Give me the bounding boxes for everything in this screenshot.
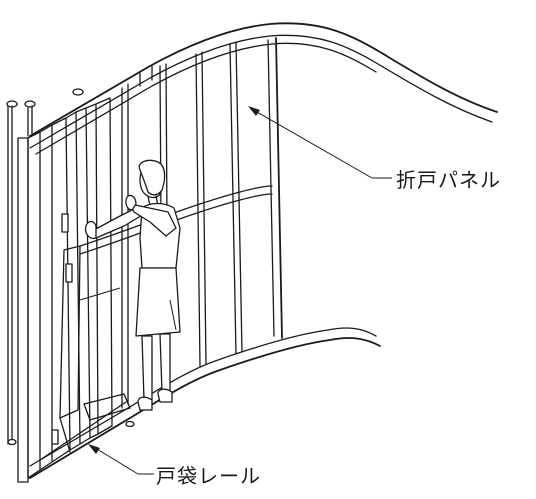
panel-arrowhead [248,106,260,116]
panel-label: 折戸パネル [396,168,501,192]
rail-leader-line [91,445,139,475]
person-figure [84,159,181,411]
panel-leader-line [249,107,373,179]
top-track [29,22,498,155]
rail-arrowhead [88,444,100,454]
rail-label: 戸袋レール [156,464,261,488]
leader-lines [88,106,392,475]
bottom-track [29,327,381,479]
folded-panel-stack [6,88,135,483]
curved-panels [79,37,283,409]
